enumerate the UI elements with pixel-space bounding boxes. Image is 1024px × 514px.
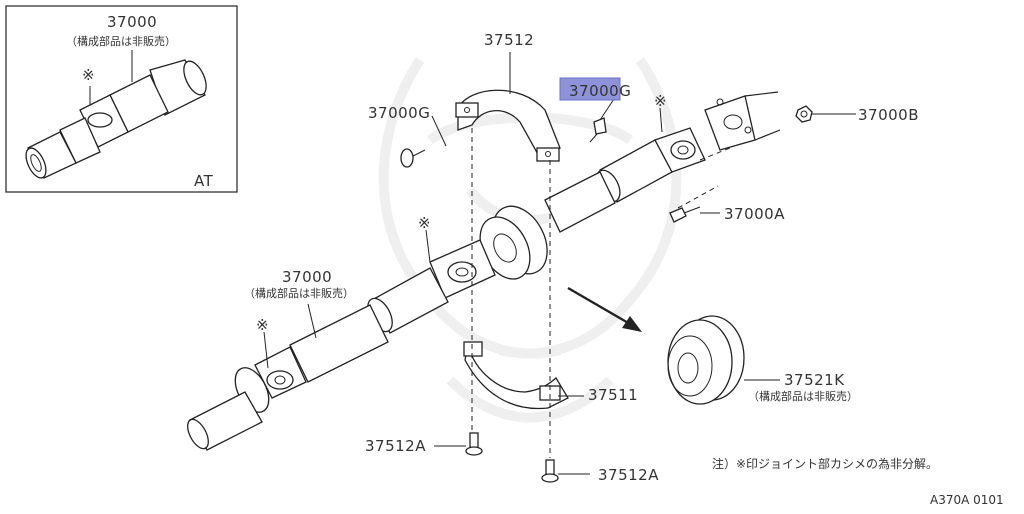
bolt-part-upper[interactable]: [669, 206, 701, 223]
bolt-lower-right[interactable]: [541, 459, 559, 483]
label-37000g-left[interactable]: 37000G: [368, 104, 430, 122]
diagram-code: A370A 0101: [930, 493, 1004, 507]
label-37512a-right[interactable]: 37512A: [598, 466, 659, 484]
label-37000a[interactable]: 37000A: [724, 205, 785, 223]
mark-center-joint: ※: [418, 214, 431, 232]
propeller-shaft[interactable]: [183, 91, 781, 452]
mark-rear-joint: ※: [256, 316, 269, 334]
bolt-lower-left[interactable]: [465, 432, 483, 456]
alignment-lines: [471, 128, 731, 458]
label-37512[interactable]: 37512: [484, 31, 534, 49]
bearing-not-sold-note: （構成部品は非販売）: [748, 389, 858, 403]
leader-lines: [263, 52, 856, 475]
inset-part-number[interactable]: 37000: [107, 13, 157, 31]
plug-left[interactable]: [400, 148, 426, 168]
main-not-sold-note: （構成部品は非販売）: [244, 286, 354, 300]
nut-part[interactable]: [795, 105, 813, 123]
bracket-lower[interactable]: [463, 341, 569, 410]
footnote: 注）※印ジョイント部カシメの為非分解。: [712, 456, 938, 471]
label-37511[interactable]: 37511: [588, 386, 638, 404]
label-37000g-highlighted[interactable]: 37000G: [569, 82, 631, 100]
inset-at-label: AT: [194, 172, 214, 190]
label-37000-main[interactable]: 37000: [282, 268, 332, 286]
label-37512a-left[interactable]: 37512A: [365, 437, 426, 455]
inset-shaft-drawing: [25, 59, 207, 179]
selection-highlight: [559, 77, 621, 101]
inset-not-sold-note: （構成部品は非販売）: [66, 34, 176, 48]
label-37000b[interactable]: 37000B: [858, 106, 919, 124]
inset-caulk-mark: ※: [82, 66, 95, 84]
mark-flange-joint: ※: [654, 92, 667, 110]
label-37521k[interactable]: 37521K: [784, 371, 845, 389]
inset-box: 37000 （構成部品は非販売） ※ AT: [5, 5, 238, 193]
bracket-upper[interactable]: [455, 89, 561, 162]
direction-arrow: [567, 286, 642, 332]
center-bearing[interactable]: [667, 315, 745, 405]
